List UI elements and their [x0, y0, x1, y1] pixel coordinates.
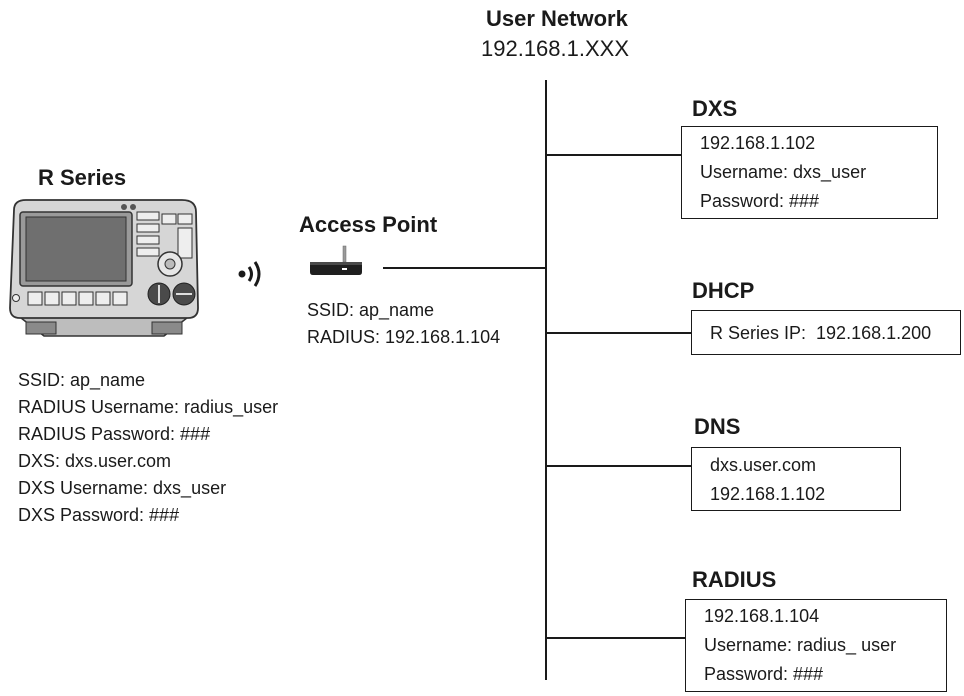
dxs-password: Password: ### [700, 191, 820, 211]
device-config-radius-username: RADIUS Username: radius_user [18, 397, 279, 417]
dns-info-box: dxs.user.com 192.168.1.102 [691, 447, 901, 511]
dxs-info-box: 192.168.1.102 Username: dxs_user Passwor… [681, 126, 938, 219]
defibrillator-monitor-icon [9, 199, 199, 337]
network-subnet: 192.168.1.XXX [481, 36, 630, 61]
dns-hostname: dxs.user.com [710, 455, 817, 475]
access-point-ssid: SSID: ap_name [307, 300, 435, 320]
device-config-dxs-password: DXS Password: ### [18, 505, 180, 525]
access-point-title: Access Point [299, 212, 438, 237]
dxs-branch-line [545, 154, 681, 156]
dhcp-title: DHCP [692, 278, 755, 303]
device-config-ssid: SSID: ap_name [18, 370, 146, 390]
dhcp-r-series-ip: R Series IP: 192.168.1.200 [710, 323, 932, 343]
device-config-radius-password: RADIUS Password: ### [18, 424, 211, 444]
dhcp-info-box: R Series IP: 192.168.1.200 [691, 310, 961, 355]
wireless-signal-icon [238, 261, 261, 287]
radius-title: RADIUS [692, 567, 777, 592]
access-point-radius: RADIUS: 192.168.1.104 [307, 327, 501, 347]
radius-ip: 192.168.1.104 [704, 606, 820, 626]
dxs-ip: 192.168.1.102 [700, 133, 816, 153]
radius-branch-line [545, 637, 685, 639]
network-title: User Network [486, 6, 628, 31]
dns-ip: 192.168.1.102 [710, 484, 826, 504]
radius-info-box: 192.168.1.104 Username: radius_ user Pas… [685, 599, 947, 692]
dns-title: DNS [694, 414, 741, 439]
network-backbone-line [545, 80, 547, 680]
dns-branch-line [545, 465, 691, 467]
access-point-router-icon [310, 245, 362, 275]
device-title: R Series [38, 165, 127, 190]
dhcp-branch-line [545, 332, 691, 334]
ap-connection-line [383, 267, 547, 269]
dxs-title: DXS [692, 96, 738, 121]
dxs-username: Username: dxs_user [700, 162, 867, 182]
radius-password: Password: ### [704, 664, 824, 684]
device-config-dxs: DXS: dxs.user.com [18, 451, 172, 471]
radius-username: Username: radius_ user [704, 635, 897, 655]
device-config-dxs-username: DXS Username: dxs_user [18, 478, 227, 498]
